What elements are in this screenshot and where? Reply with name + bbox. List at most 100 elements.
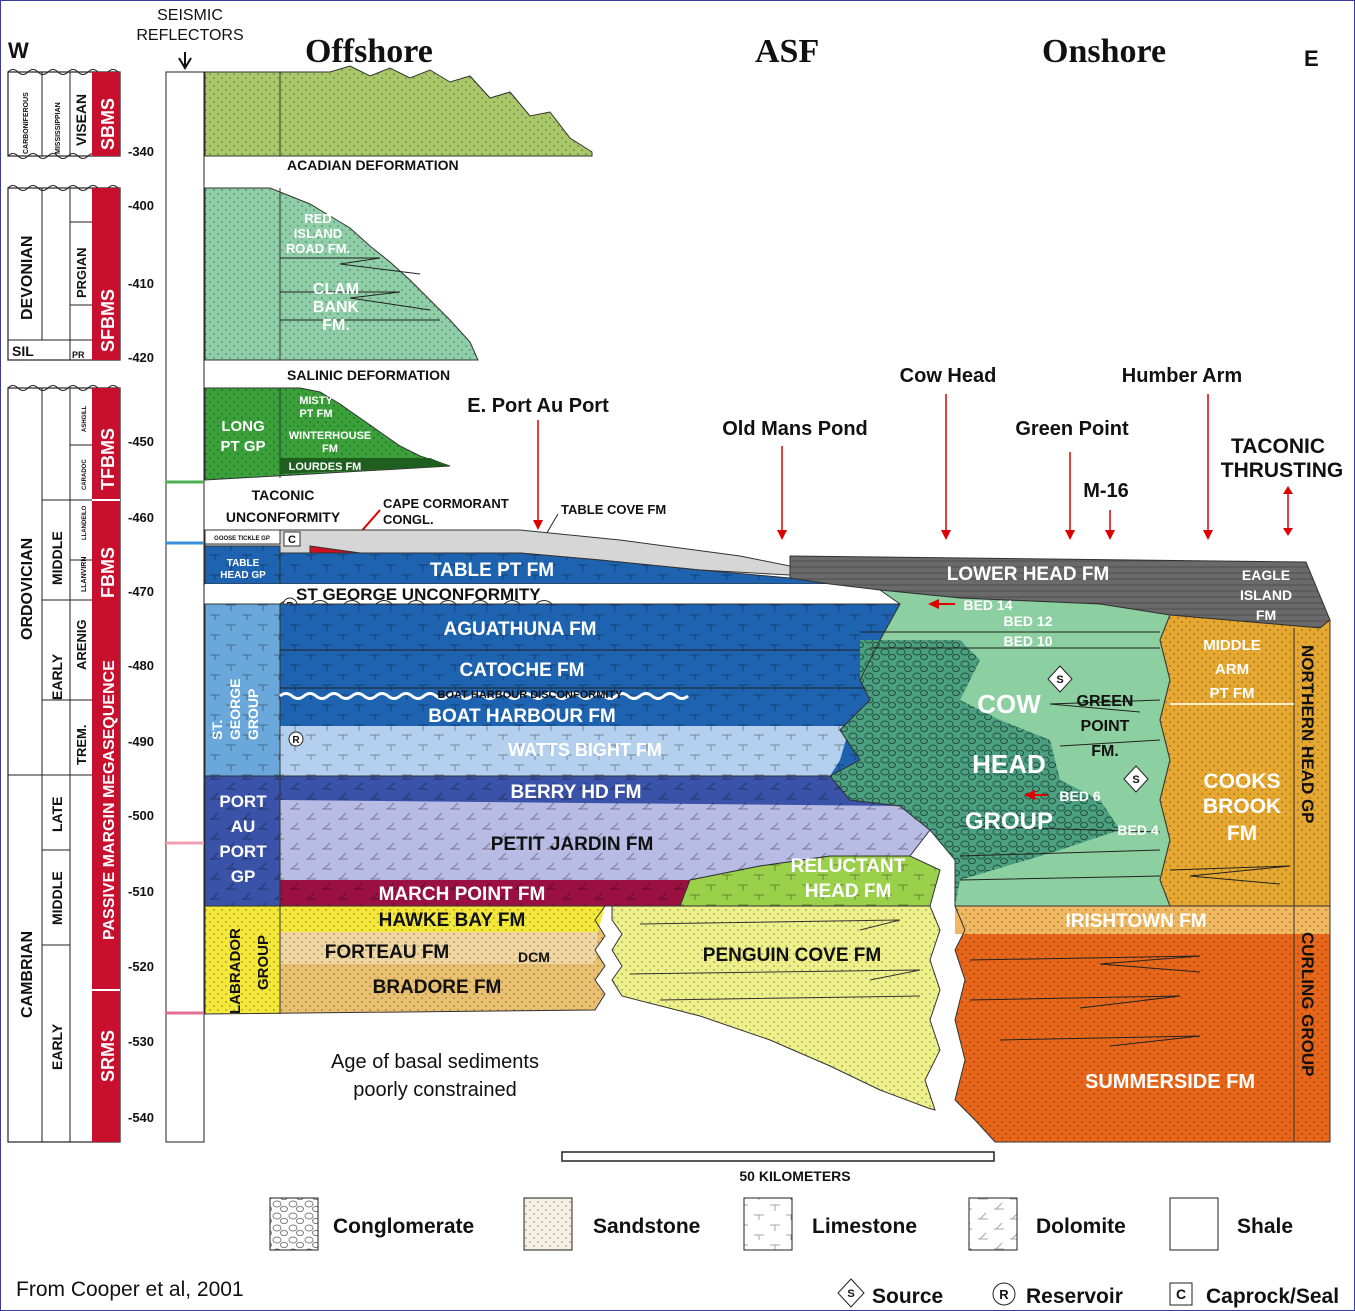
caprock-symbol: C	[288, 534, 296, 546]
sbms-bar	[92, 72, 120, 156]
dcm-label: DCM	[518, 949, 550, 965]
bed14-label: BED 14	[963, 597, 1012, 613]
label-cambrian-early: EARLY	[49, 1023, 65, 1070]
citation: From Cooper et al, 2001	[16, 1278, 244, 1301]
location-humber-arm: Humber Arm	[1122, 365, 1242, 387]
winterhouse-label: FM	[322, 443, 338, 455]
label-sbms: SBMS	[98, 98, 118, 150]
onshore-title: Onshore	[1042, 33, 1166, 70]
location-old-mans-pond: Old Mans Pond	[722, 418, 868, 440]
eagle-island-label: FM	[1256, 607, 1276, 623]
green-point-label: GREEN	[1077, 693, 1134, 710]
location-e-port-au-port: E. Port Au Port	[467, 395, 609, 417]
bed12-label: BED 12	[1003, 613, 1052, 629]
cape-cormorant-label: CONGL.	[383, 512, 434, 527]
source-symbol-icon: S	[1123, 765, 1149, 793]
reflector-arrow-icon	[178, 52, 192, 70]
legend-caprock-label: Caprock/Seal	[1206, 1285, 1339, 1308]
legend-shale: Shale	[1169, 1197, 1293, 1251]
labrador-group: HAWKE BAY FM FORTEAU FM DCM BRADORE FM L…	[204, 905, 606, 1015]
labrador-group-label: LABRADOR	[227, 928, 244, 1014]
label-cambrian-middle: MIDDLE	[49, 871, 65, 925]
age-tick: -520	[128, 959, 154, 974]
goose-tickle-label: GOOSE TICKLE GP	[214, 536, 270, 542]
location-markers: E. Port Au Port Old Mans Pond Cow Head G…	[467, 365, 1343, 540]
age-tick: -460	[128, 510, 154, 525]
seismic-reflector-column	[165, 52, 205, 1143]
label-pr: PR	[72, 350, 85, 360]
label-ordovician-middle: MIDDLE	[49, 531, 65, 585]
st-george-unconformity-label: ST GEORGE UNCONFORMITY	[296, 585, 541, 604]
label-ashgill: ASHGILL	[82, 405, 88, 432]
legend-conglomerate: Conglomerate	[269, 1197, 474, 1251]
red-island-label: ROAD FM.	[286, 241, 350, 256]
age-tick: -480	[128, 658, 154, 673]
long-pt-label: LONG	[221, 418, 264, 435]
age-tick: -490	[128, 734, 154, 749]
lower-head-label: LOWER HEAD FM	[947, 564, 1110, 585]
clam-bank-label: CLAM	[313, 281, 359, 298]
st-george-group-label: ST.	[209, 720, 225, 740]
cooks-brook-label: COOKS	[1203, 770, 1280, 793]
asf-title: ASF	[755, 33, 819, 70]
winterhouse-label: WINTERHOUSE	[289, 430, 372, 442]
shale-swatch-icon	[1169, 1197, 1219, 1251]
march-point-label: MARCH POINT FM	[379, 884, 546, 905]
reluctant-head-label: HEAD FM	[805, 881, 892, 902]
red-island-label: ISLAND	[294, 226, 342, 241]
cooks-brook-label: BROOK	[1203, 795, 1281, 818]
location-m16: M-16	[1083, 480, 1129, 502]
seismic-label: REFLECTORS	[136, 27, 243, 44]
caprock-symbol-icon	[283, 531, 301, 547]
cow-head-group: BED 14 BED 12 BED 10 COW HEAD GROUP GREE…	[829, 589, 1171, 907]
bed6-label: BED 6	[1059, 788, 1100, 804]
label-sfbms: SFBMS	[98, 289, 118, 352]
label-passive-margin: PASSIVE MARGIN MEGASEQUENCE	[101, 660, 118, 940]
legend-source-symbol: S	[847, 1288, 854, 1300]
taconic-unconformity-label: TACONIC	[252, 487, 315, 503]
period-labels: CARBONIFEROUS MISSISSIPPIAN VISEAN SBMS …	[12, 92, 118, 1082]
middle-arm-label: ARM	[1215, 661, 1249, 678]
clam-bank-label: BANK	[313, 299, 360, 316]
source-symbol: S	[1056, 674, 1063, 686]
penguin-cove-unit: PENGUIN COVE FM	[611, 905, 941, 1111]
label-tfbms: TFBMS	[98, 428, 118, 490]
label-devonian: DEVONIAN	[19, 236, 36, 320]
bed10-label: BED 10	[1003, 633, 1052, 649]
label-cambrian-late: LATE	[49, 796, 65, 832]
label-caradoc: CARADOC	[82, 459, 88, 490]
age-tick: -340	[128, 144, 154, 159]
berry-hd-label: BERRY HD FM	[511, 782, 642, 803]
age-tick: -410	[128, 276, 154, 291]
petit-jardin-label: PETIT JARDIN FM	[491, 834, 654, 855]
location-green-point: Green Point	[1015, 418, 1129, 440]
misty-pt-label: PT FM	[300, 408, 333, 420]
table-pt-unit: TABLE HEAD GP TABLE PT FM	[204, 545, 831, 585]
age-tick: -450	[128, 434, 154, 449]
legend-dolomite: Dolomite	[968, 1197, 1126, 1251]
source-symbol: S	[1132, 774, 1139, 786]
source-symbol-icon: S	[1047, 665, 1073, 693]
long-pt-unit: LONG PT GP MISTY PT FM WINTERHOUSE FM LO…	[204, 387, 451, 481]
bradore-label: BRADORE FM	[373, 977, 502, 998]
eagle-island-label: ISLAND	[1240, 587, 1292, 603]
age-tick: -540	[128, 1110, 154, 1125]
label-ordovician-early: EARLY	[49, 653, 65, 700]
curling-group: IRISHTOWN FM SUMMERSIDE FM CURLING GROUP	[954, 905, 1331, 1143]
acadian-deformation-label: ACADIAN DEFORMATION	[287, 157, 459, 173]
label-prgian: PRGIAN	[74, 247, 89, 298]
port-au-port-group: BERRY HD FM PETIT JARDIN FM MARCH POINT …	[204, 775, 931, 907]
age-tick: -420	[128, 350, 154, 365]
basal-sediments-note: Age of basal sediments	[331, 1051, 539, 1073]
legend-caprock: C Caprock/Seal	[1169, 1282, 1339, 1308]
green-point-label: FM.	[1091, 743, 1119, 760]
offshore-title: Offshore	[305, 33, 433, 70]
penguin-cove-label: PENGUIN COVE FM	[703, 945, 881, 966]
label-ordovician: ORDOVICIAN	[19, 538, 36, 640]
northern-head-group: MIDDLE ARM PT FM COOKS BROOK FM NORTHERN…	[1159, 614, 1331, 907]
legend-reservoir-label: Reservoir	[1026, 1285, 1123, 1308]
irishtown-label: IRISHTOWN FM	[1065, 911, 1206, 932]
legend-sandstone-label: Sandstone	[593, 1215, 700, 1238]
age-tick: -500	[128, 808, 154, 823]
legend-source: S Source	[837, 1278, 943, 1308]
